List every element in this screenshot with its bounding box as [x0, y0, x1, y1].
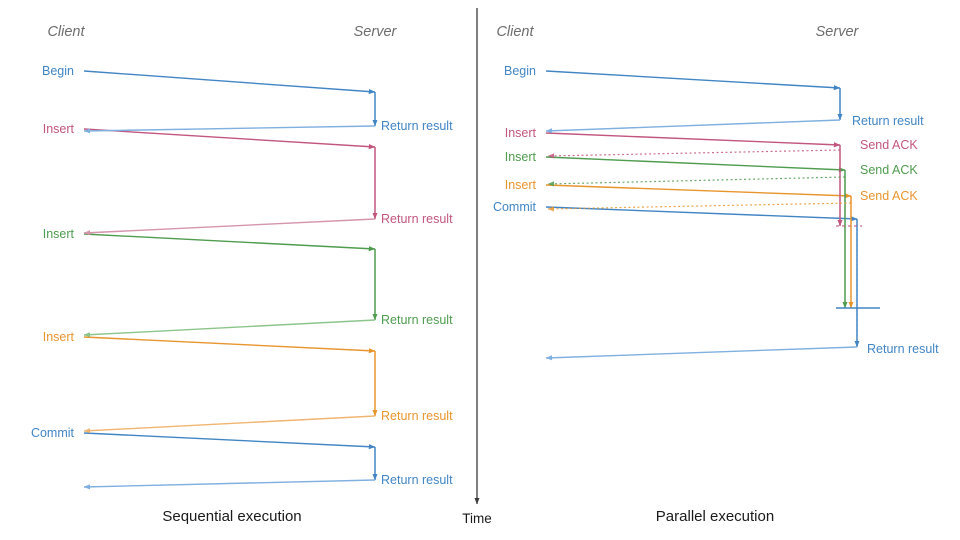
request-arrow-insert3-request: [545, 184, 852, 199]
request-arrow-insert1-request: [83, 128, 376, 150]
request-arrow-insert3-request: [83, 336, 376, 354]
request-arrow-commit-request: [83, 432, 376, 450]
client-message-label-4: Commit: [493, 200, 537, 214]
response-arrow-final-response: [545, 346, 858, 361]
response-arrow-commit-response: [83, 479, 376, 490]
client-message-label-3: Insert: [505, 178, 537, 192]
response-arrow-begin-response: [545, 119, 841, 134]
client-message-label-1: Insert: [505, 126, 537, 140]
server-message-label-0: Return result: [381, 119, 453, 133]
client-message-label-2: Insert: [505, 150, 537, 164]
ack-arrow-insert2-ack: [547, 176, 846, 187]
response-arrow-insert1-response: [83, 218, 376, 236]
request-arrow-insert2-request: [545, 156, 846, 173]
response-arrow-insert2-response: [83, 319, 376, 338]
client-message-label-2: Insert: [43, 227, 75, 241]
panel-caption-sequential: Sequential execution: [162, 508, 301, 525]
ack-arrow-insert1-ack: [547, 149, 841, 159]
response-arrow-begin-response: [83, 125, 376, 134]
response-arrow-insert3-response: [83, 415, 376, 434]
lane-header-server: Server: [354, 24, 398, 40]
lane-header-client: Client: [496, 24, 534, 40]
server-message-label-1: Return result: [381, 212, 453, 226]
request-arrow-insert2-request: [83, 233, 376, 252]
request-arrow-begin-request: [83, 70, 376, 95]
client-message-label-4: Commit: [31, 426, 75, 440]
server-message-label-3: Send ACK: [860, 189, 918, 203]
lane-header-server: Server: [816, 24, 860, 40]
server-message-label-2: Send ACK: [860, 163, 918, 177]
lane-header-client: Client: [47, 24, 85, 40]
server-message-label-0: Return result: [852, 114, 924, 128]
client-message-label-0: Begin: [42, 64, 74, 78]
client-message-label-0: Begin: [504, 64, 536, 78]
server-message-label-4: Return result: [381, 473, 453, 487]
request-arrow-insert1-request: [545, 132, 841, 148]
panel-caption-parallel: Parallel execution: [656, 508, 774, 525]
request-arrow-commit-request: [545, 206, 858, 222]
server-message-label-2: Return result: [381, 313, 453, 327]
client-message-label-1: Insert: [43, 122, 75, 136]
time-axis-layer: Time: [462, 8, 492, 526]
request-arrow-begin-request: [545, 70, 841, 91]
ack-arrow-insert3-ack: [547, 202, 852, 212]
time-axis-label: Time: [462, 511, 492, 526]
server-message-label-3: Return result: [381, 409, 453, 423]
server-message-label-4: Return result: [867, 342, 939, 356]
server-message-label-1: Send ACK: [860, 138, 918, 152]
client-message-label-3: Insert: [43, 330, 75, 344]
